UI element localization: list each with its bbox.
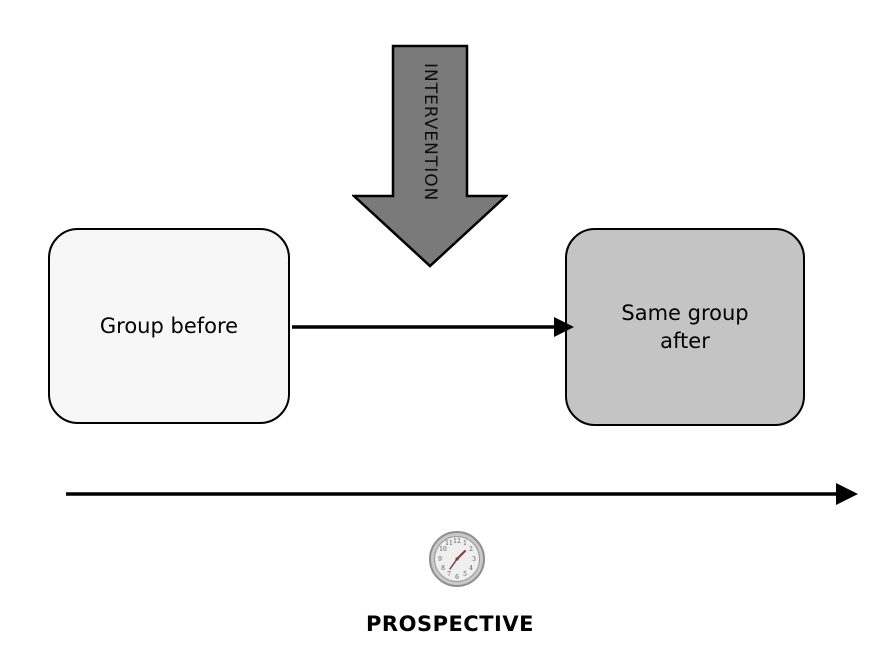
clock-icon: 12 1 2 3 4 5 6 7 8 9 10 11: [428, 530, 486, 588]
intervention-arrow: [352, 44, 508, 268]
svg-text:12: 12: [453, 538, 461, 545]
svg-text:3: 3: [472, 556, 476, 563]
svg-text:7: 7: [447, 571, 451, 578]
svg-text:6: 6: [455, 574, 459, 581]
connector-arrow: [290, 309, 576, 345]
clock-icon-shape: 12 1 2 3 4 5 6 7 8 9 10 11: [429, 531, 485, 587]
same-group-after-box: Same group after: [565, 228, 805, 426]
svg-text:8: 8: [441, 565, 445, 572]
svg-text:1: 1: [463, 540, 467, 547]
down-arrow-shape: [352, 44, 508, 268]
group-before-box: Group before: [48, 228, 290, 424]
svg-text:5: 5: [463, 571, 467, 578]
group-before-label: Group before: [99, 313, 239, 338]
connector-arrow-shape: [292, 317, 574, 337]
same-group-after-label: Same group after: [621, 300, 749, 353]
svg-text:9: 9: [438, 556, 442, 563]
prospective-label: PROSPECTIVE: [366, 612, 534, 636]
svg-text:2: 2: [469, 546, 473, 553]
intervention-label: INTERVENTION: [420, 62, 440, 202]
timeline-arrow: [58, 478, 862, 510]
svg-text:10: 10: [439, 546, 447, 553]
svg-text:11: 11: [445, 540, 453, 547]
svg-text:4: 4: [469, 565, 473, 572]
timeline-arrow-shape: [66, 483, 858, 505]
